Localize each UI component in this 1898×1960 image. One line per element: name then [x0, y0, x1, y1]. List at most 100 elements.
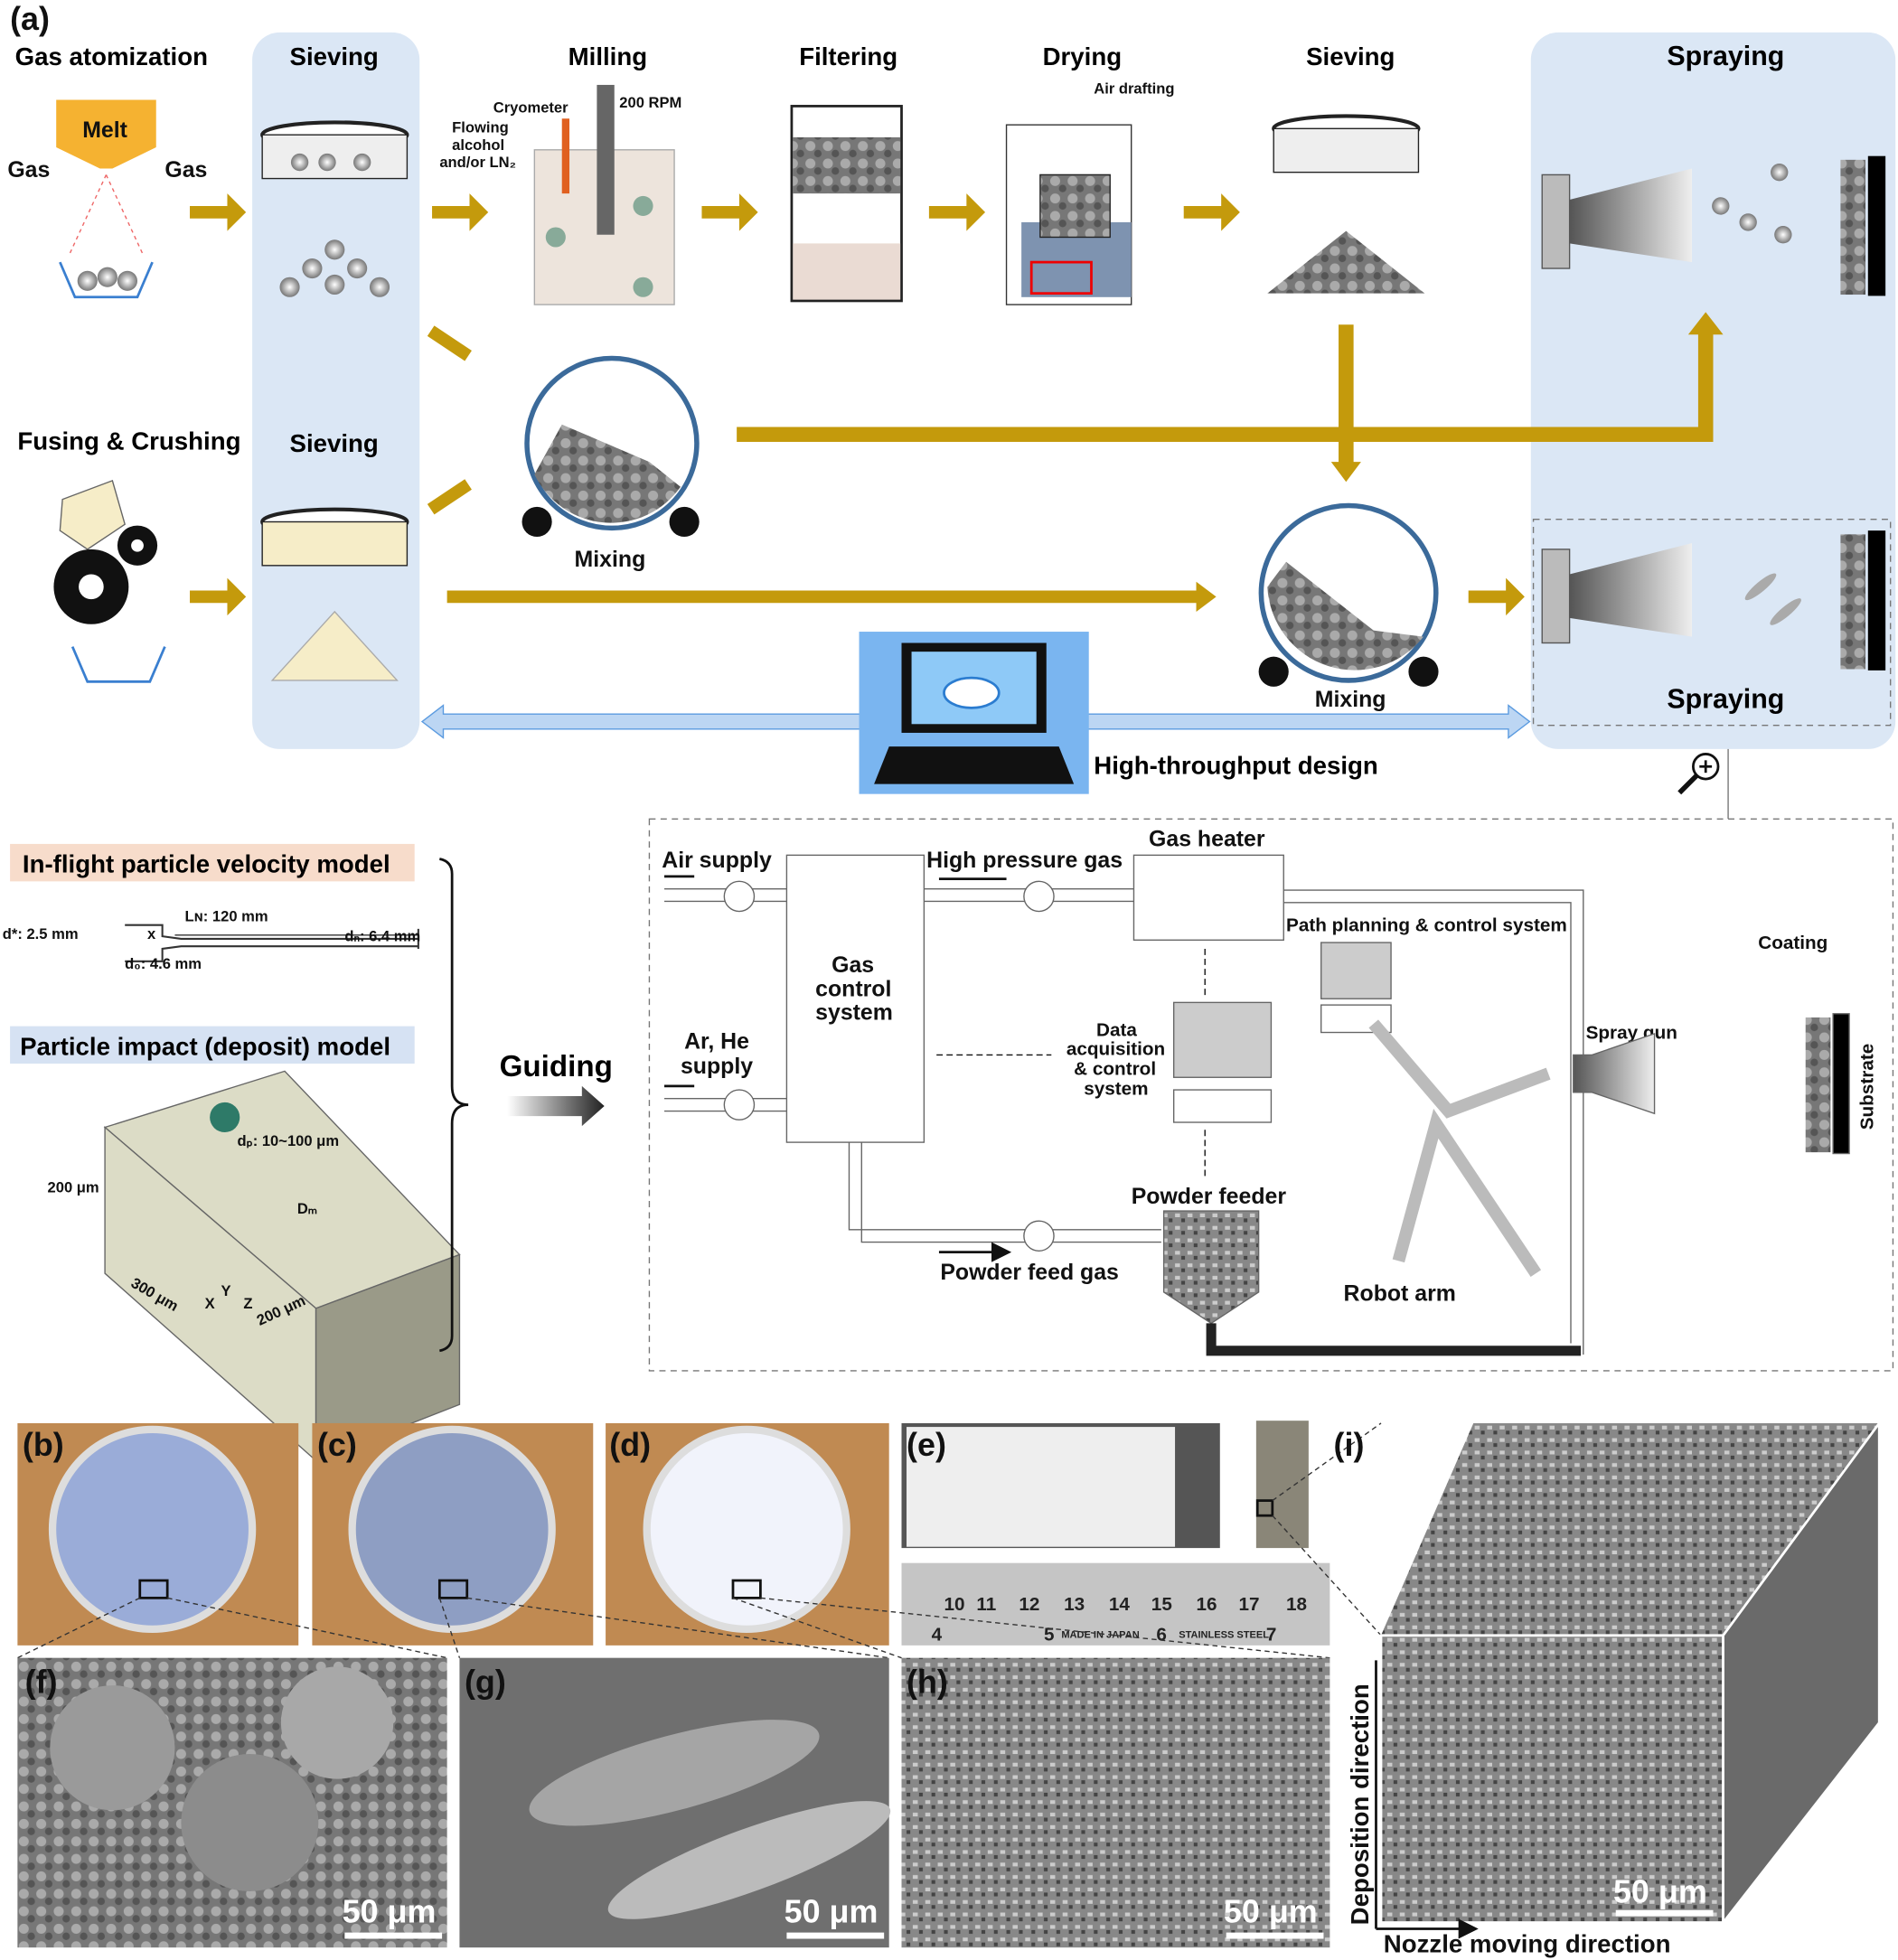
svg-text:18: 18: [1286, 1594, 1307, 1615]
svg-text:STAINLESS STEEL: STAINLESS STEEL: [1179, 1630, 1269, 1641]
d0-label: d₀: 4.6 mm: [125, 955, 202, 972]
gas-atomizer-illustration: Melt Gas Gas: [7, 99, 207, 299]
svg-text:15: 15: [1151, 1594, 1172, 1615]
zoom-connector-lines: [17, 1422, 1382, 1659]
panel-label-a: (a): [10, 0, 50, 37]
spray-gun-label: Spray gun: [1586, 1022, 1677, 1043]
cold-spray-system: Air supply High pressure gas Gas heater …: [662, 827, 1877, 1356]
ln-label: Lɴ: 120 mm: [185, 908, 268, 925]
svg-text:4: 4: [932, 1624, 943, 1645]
gas-left-label: Gas: [7, 157, 50, 183]
svg-text:10: 10: [944, 1594, 964, 1615]
daq-computer-icon: [1172, 1001, 1273, 1078]
mixer-1: Mixing: [521, 355, 700, 572]
gas-atomization-title: Gas atomization: [15, 42, 208, 70]
air-drafting-label: Air drafting: [1094, 80, 1174, 98]
crusher-illustration: [53, 479, 166, 683]
panel-label-b: (b): [23, 1426, 64, 1463]
path-planning-label: Path planning & control system: [1286, 915, 1567, 936]
spraying-title-bottom: Spraying: [1667, 683, 1784, 714]
spray-gun-top: [1541, 155, 1886, 296]
axis-y-label: Y: [221, 1282, 231, 1299]
cryometer-label: Cryometer: [493, 98, 568, 116]
svg-text:17: 17: [1239, 1594, 1260, 1615]
sieve-illustration-3: [260, 507, 409, 681]
sem-image-g: (g) 50 μm: [459, 1657, 891, 1948]
daq-label-2: acquisition: [1066, 1038, 1165, 1059]
sem-image-h: (h) 50 μm: [901, 1657, 1330, 1948]
milling-title: Milling: [568, 42, 647, 70]
panel-label-e: (e): [907, 1426, 946, 1463]
cryomill-illustration: Cryometer 200 RPM Flowing alcohol and/or…: [439, 84, 681, 305]
gas-control-label-2: control: [815, 976, 891, 1001]
scale-bar-f: 50 μm: [343, 1893, 437, 1930]
panel-label-c: (c): [317, 1426, 357, 1463]
deposition-direction-label: Deposition direction: [1346, 1683, 1374, 1925]
sem-image-f: (f) 50 μm: [17, 1657, 447, 1948]
sem-cube-i: (i) 50 μm Deposition direction Nozzle mo…: [1334, 1419, 1881, 1958]
air-supply-label: Air supply: [662, 848, 772, 873]
high-throughput-label: High-throughput design: [1094, 752, 1378, 780]
gas-heater-label: Gas heater: [1149, 827, 1265, 852]
high-pressure-gas-label: High pressure gas: [926, 848, 1123, 873]
scale-bar-h: 50 μm: [1224, 1893, 1318, 1930]
powder-feed-gas-label: Powder feed gas: [940, 1260, 1119, 1285]
fusing-crushing-title: Fusing & Crushing: [17, 427, 240, 455]
flowing-label-2: alcohol: [452, 136, 504, 154]
photo-c: (c): [312, 1422, 594, 1646]
gas-control-label-3: system: [815, 1000, 893, 1026]
photo-b: (b): [17, 1422, 299, 1646]
rpm-label: 200 RPM: [619, 94, 681, 111]
guiding-label: Guiding: [500, 1050, 613, 1083]
velocity-model-highlight: [10, 843, 415, 882]
magnifier-icon: [1677, 748, 1729, 820]
svg-text:13: 13: [1064, 1594, 1085, 1615]
daq-label-4: system: [1084, 1079, 1148, 1100]
svg-text:7: 7: [1266, 1624, 1277, 1645]
mixing-label-2: Mixing: [1315, 687, 1386, 712]
scale-bar-i: 50 μm: [1613, 1872, 1707, 1909]
drying-title: Drying: [1043, 42, 1123, 70]
axis-x-label: X: [205, 1295, 215, 1312]
svg-text:MADE IN JAPAN: MADE IN JAPAN: [1061, 1630, 1139, 1641]
filter-illustration: [790, 105, 903, 303]
coating-label: Coating: [1758, 933, 1828, 953]
mixing-label-1: Mixing: [575, 547, 646, 572]
melt-label: Melt: [82, 117, 127, 143]
oven-illustration: Air drafting: [1005, 80, 1175, 305]
dn-label: dₙ: 6.4 mm: [344, 928, 420, 945]
dm-label: Dₘ: [297, 1200, 317, 1217]
flowing-label-3: and/or LN₂: [439, 154, 516, 171]
brace: [439, 858, 469, 1353]
robot-arm-label: Robot arm: [1344, 1281, 1456, 1307]
svg-text:11: 11: [976, 1594, 996, 1615]
ruler: [901, 1562, 1330, 1646]
svg-text:16: 16: [1197, 1594, 1217, 1615]
impact-model-highlight: [10, 1026, 415, 1064]
scale-bar-g: 50 μm: [785, 1893, 879, 1930]
flowing-label-1: Flowing: [452, 118, 509, 136]
impact-block-diagram: dₚ: 10~100 μm 200 μm Dₘ 300 μm 200 μm X …: [48, 1070, 461, 1462]
spray-gun-bottom: Spraying: [1541, 530, 1886, 714]
axis-z-label: Z: [243, 1295, 252, 1312]
panel-label-f: (f): [25, 1663, 58, 1700]
powder-feeder-label: Powder feeder: [1132, 1184, 1287, 1209]
panel-label-g: (g): [465, 1663, 506, 1700]
svg-text:5: 5: [1044, 1624, 1055, 1645]
daq-label-1: Data: [1096, 1020, 1137, 1041]
sieving-title-2: Sieving: [1306, 42, 1395, 70]
nozzle-diagram: d*: 2.5 mm Lɴ: 120 mm dₙ: 6.4 mm d₀: 4.6…: [3, 908, 420, 972]
ar-he-label-2: supply: [681, 1054, 753, 1079]
d-star-label: d*: 2.5 mm: [3, 925, 79, 942]
sieving-title-1: Sieving: [290, 42, 379, 70]
height-label: 200 μm: [48, 1178, 99, 1196]
process-arrows: [190, 193, 1724, 616]
svg-text:12: 12: [1019, 1594, 1039, 1615]
robot-arm-illustration: [1368, 1019, 1551, 1277]
nozzle-direction-label: Nozzle moving direction: [1384, 1930, 1671, 1958]
panel-label-h: (h): [907, 1663, 948, 1700]
gas-right-label: Gas: [164, 157, 207, 183]
gas-control-label-1: Gas: [832, 952, 874, 978]
